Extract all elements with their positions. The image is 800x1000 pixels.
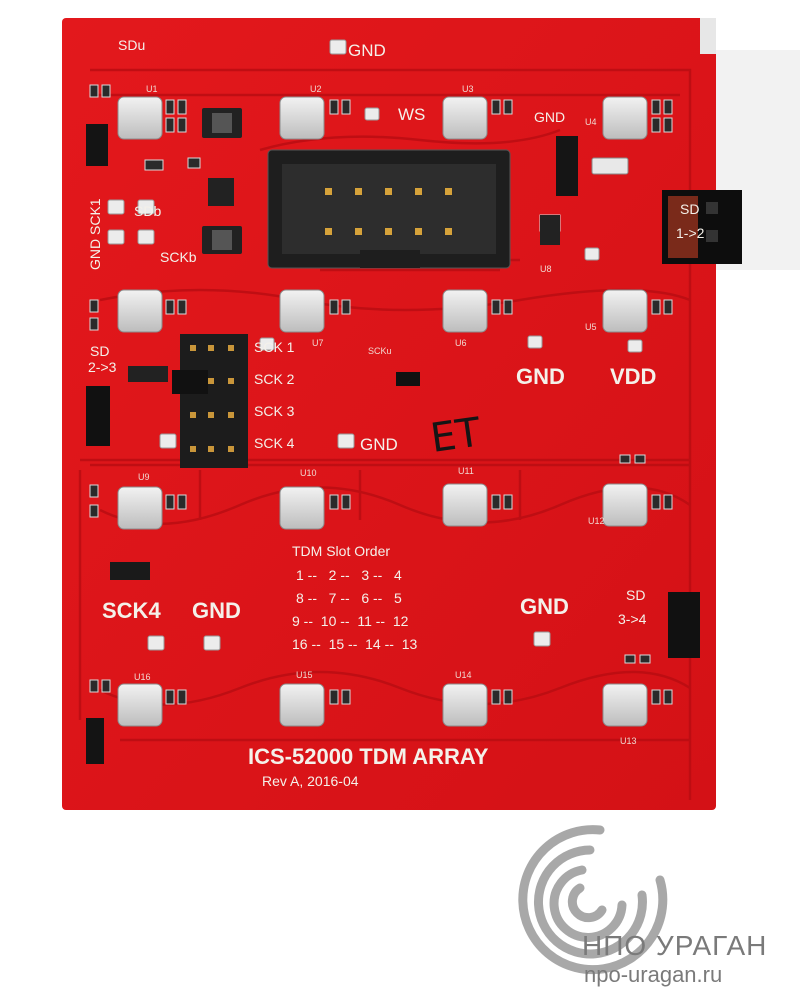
handwritten-et: ET (428, 409, 484, 462)
label-gnd-right: GND (520, 594, 569, 619)
mic-u9 (117, 486, 163, 530)
label-gnd-left: GND (192, 598, 241, 623)
label-sd-left: SD (90, 343, 109, 359)
tdm-row-1: 1 -- 2 -- 3 -- 4 (296, 567, 402, 583)
tdm-heading: TDM Slot Order (292, 543, 390, 559)
mic-u13 (602, 683, 648, 727)
label-sdu: SDu (118, 37, 145, 53)
tdm-slot-order: TDM Slot Order 1 -- 2 -- 3 -- 4 8 -- 7 -… (292, 543, 417, 652)
label-vdd: VDD (610, 364, 656, 389)
mic-label-u15: U15 (296, 670, 313, 680)
mic-u11 (442, 483, 488, 527)
mic-label-u14: U14 (455, 670, 472, 680)
mic-label-u4: U4 (585, 117, 597, 127)
board-notch (700, 18, 716, 54)
board-revision: Rev A, 2016-04 (262, 773, 359, 789)
tdm-row-4: 16 -- 15 -- 14 -- 13 (292, 636, 417, 652)
mic-label-u1: U1 (146, 84, 158, 94)
mic-u6 (442, 289, 488, 333)
label-sd-1-2: 1->2 (676, 225, 705, 241)
label-sd-2-3: 2->3 (88, 359, 117, 375)
label-sd-3-4: 3->4 (618, 611, 647, 627)
mic-u2 (279, 96, 325, 140)
label-sck3: SCK 3 (254, 403, 295, 419)
mic-label-u7: U7 (312, 338, 324, 348)
mic-label-u2: U2 (310, 84, 322, 94)
mic-u8 (117, 289, 163, 333)
mic-label-u6: U6 (455, 338, 467, 348)
mic-u10 (279, 486, 325, 530)
mic-u3 (442, 96, 488, 140)
mic-u7 (279, 289, 325, 333)
label-sd-right: SD (680, 201, 699, 217)
label-ws: WS (398, 105, 425, 124)
label-gnd-sck1: GND SCK1 (87, 198, 103, 270)
mic-label-u5: U5 (585, 322, 597, 332)
mic-label-u8: U8 (540, 264, 552, 274)
mic-label-u9: U9 (138, 472, 150, 482)
jumpers (86, 108, 700, 764)
swirl-logo-icon (518, 825, 668, 975)
label-sck1: SCK 1 (254, 339, 295, 355)
smd-components (89, 84, 673, 705)
label-sckb: SCKb (160, 249, 197, 265)
label-sck2: SCK 2 (254, 371, 295, 387)
board-title: ICS-52000 TDM ARRAY (248, 744, 489, 769)
mic-u1 (117, 96, 163, 140)
mic-label-u13: U13 (620, 736, 637, 746)
label-scku: SCKu (368, 346, 392, 356)
sck-pin-headers (172, 334, 248, 468)
mic-u15 (279, 683, 325, 727)
mic-u14 (442, 683, 488, 727)
sd-1-2-connector (662, 190, 742, 264)
mic-label-u10: U10 (300, 468, 317, 478)
microphone-array (117, 96, 648, 727)
mic-label-u3: U3 (462, 84, 474, 94)
label-sdb: SDb (134, 203, 161, 219)
silkscreen-labels: GND SDu WS GND SDb SCKb GND SCK1 SD 1->2… (87, 37, 705, 627)
mic-u5 (602, 289, 648, 333)
label-gnd-sck: GND (360, 435, 398, 454)
mic-u4 (602, 96, 648, 140)
tdm-row-2: 8 -- 7 -- 6 -- 5 (296, 590, 402, 606)
label-sd-3-4-head: SD (626, 587, 645, 603)
mic-labels: U1 U2 U3 U4 U5 U6 U7 U8 U9 U10 U11 U12 U… (134, 84, 637, 746)
mic-label-u11: U11 (458, 466, 474, 476)
label-gnd-mid: GND (516, 364, 565, 389)
mic-u16 (117, 683, 163, 727)
box-header-connector (267, 149, 511, 269)
label-sck4-big: SCK4 (102, 598, 161, 623)
watermark-url: npo-uragan.ru (584, 962, 723, 987)
watermark: НПО УРАГАН npo-uragan.ru (582, 930, 800, 988)
test-pads (107, 39, 643, 651)
watermark-name: НПО УРАГАН (582, 930, 768, 961)
tdm-row-3: 9 -- 10 -- 11 -- 12 (292, 613, 409, 629)
mic-label-u12: U12 (588, 516, 605, 526)
mic-label-u16: U16 (134, 672, 151, 682)
label-gnd-top: GND (348, 41, 386, 60)
label-sck4: SCK 4 (254, 435, 295, 451)
mic-u12 (602, 483, 648, 527)
label-gnd-u3: GND (534, 109, 565, 125)
